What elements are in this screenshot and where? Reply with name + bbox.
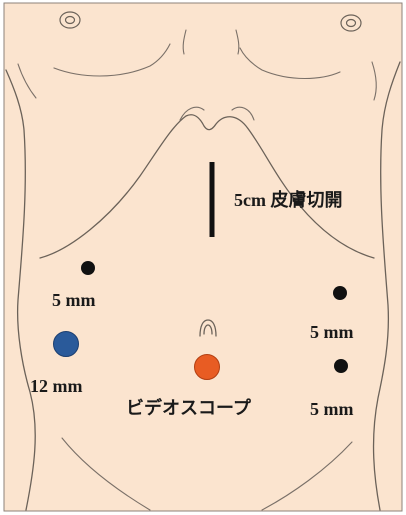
port-right-upper-label: 5 mm [310,322,354,342]
port-12mm-label: 12 mm [30,376,83,396]
port-right-lower [334,359,348,373]
incision-label: 5cm 皮膚切開 [234,189,342,210]
port-left-upper-label: 5 mm [52,290,96,310]
port-videoscope [195,355,220,380]
port-12mm [54,332,79,357]
port-right-lower-label: 5 mm [310,399,354,419]
port-right-upper [333,286,347,300]
port-left-upper [81,261,95,275]
skin-panel [4,3,402,511]
port-videoscope-label: ビデオスコープ [126,397,252,418]
